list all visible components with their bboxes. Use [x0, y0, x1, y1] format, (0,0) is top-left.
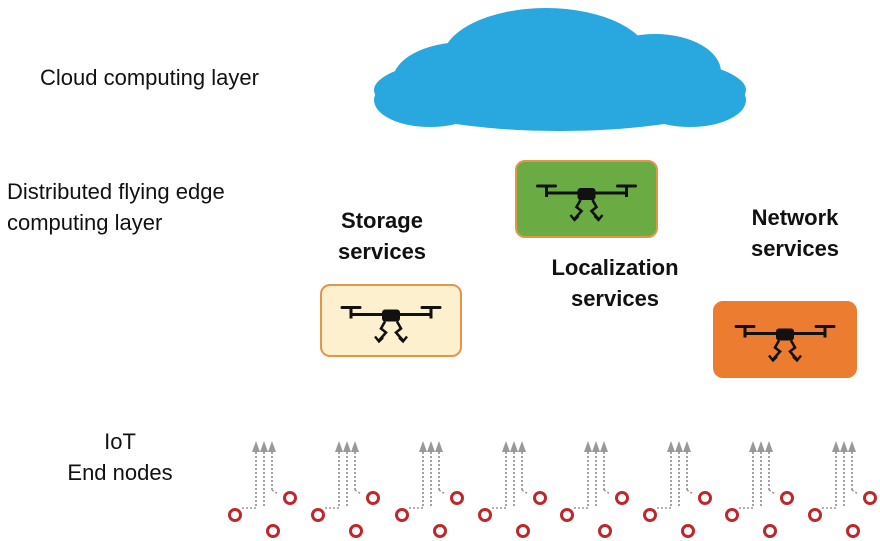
- network-services-line1: Network: [751, 205, 839, 230]
- localization-services-line2: services: [570, 286, 660, 312]
- cloud-icon: [374, 8, 746, 131]
- iot-node-group: [643, 441, 712, 538]
- node-circle-icon: [433, 524, 447, 538]
- storage-services-line1: Storage: [341, 208, 423, 233]
- node-circle-icon: [560, 508, 574, 522]
- node-circle-icon: [598, 524, 612, 538]
- network-services-line2: services: [750, 236, 840, 262]
- storage-services-line2: services: [337, 239, 427, 265]
- node-circle-icon: [366, 491, 380, 505]
- iot-node-group: [478, 441, 547, 538]
- edge-layer-label: Distributed flying edge computing layer: [7, 176, 225, 238]
- node-circle-icon: [450, 491, 464, 505]
- node-circle-icon: [266, 524, 280, 538]
- iot-node-group: [228, 441, 297, 538]
- iot-layer-label-line2: End nodes: [67, 460, 173, 486]
- storage-drone-box: [320, 284, 462, 357]
- node-circle-icon: [698, 491, 712, 505]
- node-circle-icon: [615, 491, 629, 505]
- network-drone-box: [713, 301, 857, 378]
- node-circle-icon: [478, 508, 492, 522]
- drone-icon: [734, 325, 836, 363]
- node-circle-icon: [725, 508, 739, 522]
- edge-layer-label-line1: Distributed flying edge: [7, 179, 225, 204]
- cloud-layer-label: Cloud computing layer: [40, 65, 259, 90]
- iot-node-group: [725, 441, 794, 538]
- iot-node-group: [311, 441, 380, 538]
- drone-icon: [340, 306, 442, 344]
- edge-layer-label-line2: computing layer: [7, 210, 163, 236]
- localization-services-line1: Localization: [551, 255, 679, 280]
- node-circle-icon: [780, 491, 794, 505]
- iot-node-field: [228, 441, 877, 538]
- node-circle-icon: [681, 524, 695, 538]
- node-circle-icon: [228, 508, 242, 522]
- iot-node-group: [808, 441, 877, 538]
- node-circle-icon: [808, 508, 822, 522]
- node-circle-icon: [516, 524, 530, 538]
- node-circle-icon: [846, 524, 860, 538]
- node-circle-icon: [763, 524, 777, 538]
- storage-services-label: Storage services: [312, 205, 452, 267]
- node-circle-icon: [643, 508, 657, 522]
- node-circle-icon: [283, 491, 297, 505]
- node-circle-icon: [311, 508, 325, 522]
- network-services-label: Network services: [715, 202, 875, 264]
- iot-node-group: [560, 441, 629, 538]
- node-circle-icon: [349, 524, 363, 538]
- node-circle-icon: [395, 508, 409, 522]
- node-circle-icon: [863, 491, 877, 505]
- localization-services-label: Localization services: [525, 252, 705, 314]
- iot-layer-label-line1: IoT: [104, 429, 136, 454]
- drone-icon: [536, 184, 637, 222]
- iot-layer-label: IoT End nodes: [40, 426, 200, 488]
- localization-drone-box: [515, 160, 658, 238]
- iot-node-group: [395, 441, 464, 538]
- node-circle-icon: [533, 491, 547, 505]
